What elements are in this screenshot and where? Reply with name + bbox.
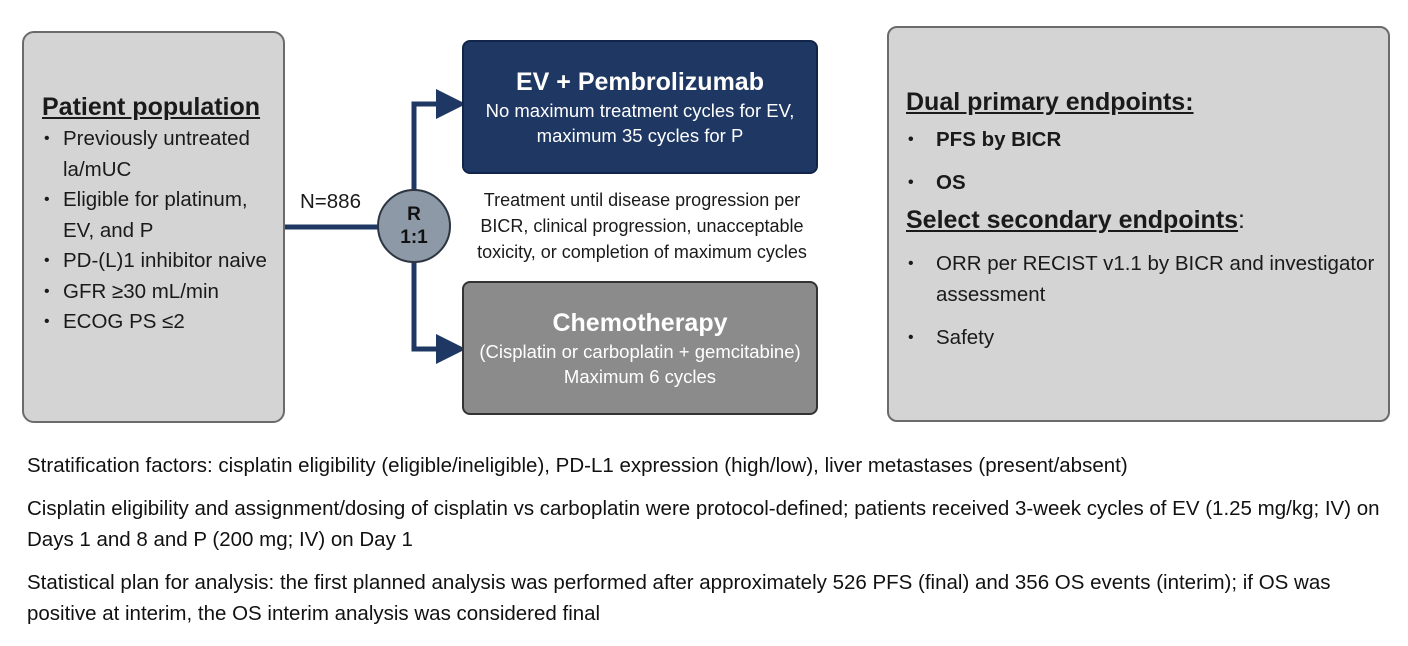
endpoint-item: •PFS by BICR bbox=[906, 124, 1376, 155]
bullet-icon: • bbox=[44, 130, 50, 147]
bullet-icon: • bbox=[44, 191, 50, 208]
endpoints-panel: Dual primary endpoints: •PFS by BICR •OS… bbox=[887, 26, 1390, 422]
patient-criteria-list: •Previously untreated la/mUC •Eligible f… bbox=[42, 124, 273, 338]
criteria-item: •Eligible for platinum, EV, and P bbox=[42, 185, 273, 246]
bullet-icon: • bbox=[908, 329, 914, 346]
stratification-note: Stratification factors: cisplatin eligib… bbox=[27, 454, 1128, 477]
arm-ev-detail-line: maximum 35 cycles for P bbox=[536, 125, 744, 146]
treatment-duration-note: Treatment until disease progression per … bbox=[466, 187, 818, 265]
criteria-item: •Previously untreated la/mUC bbox=[42, 124, 273, 185]
arm-ev-title: EV + Pembrolizumab bbox=[516, 68, 764, 96]
treatment-note-line: BICR, clinical progression, unacceptable bbox=[480, 216, 804, 236]
connector-randomization-to-ev-arrow bbox=[411, 89, 466, 191]
footnotes: Stratification factors: cisplatin eligib… bbox=[27, 450, 1397, 641]
bullet-icon: • bbox=[44, 282, 50, 300]
treatment-note-line: toxicity, or completion of maximum cycle… bbox=[477, 242, 807, 262]
arm-chemotherapy: Chemotherapy (Cisplatin or carboplatin +… bbox=[462, 281, 818, 415]
patient-population-title: Patient population bbox=[42, 93, 261, 121]
bullet-icon: • bbox=[44, 313, 50, 330]
randomization-ratio: 1:1 bbox=[400, 227, 428, 248]
dosing-note: Cisplatin eligibility and assignment/dos… bbox=[27, 497, 1380, 551]
arm-chemo-detail-line: (Cisplatin or carboplatin + gemcitabine) bbox=[479, 341, 801, 362]
treatment-note-line: Treatment until disease progression per bbox=[483, 190, 801, 210]
endpoint-item: •Safety bbox=[906, 322, 1376, 353]
bullet-icon: • bbox=[908, 174, 914, 191]
bullet-icon: • bbox=[44, 252, 50, 269]
bullet-icon: • bbox=[908, 255, 914, 272]
randomization-node: R 1:1 bbox=[377, 189, 451, 263]
criteria-item: •ECOG PS ≤2 bbox=[42, 307, 273, 338]
secondary-endpoints-list: •ORR per RECIST v1.1 by BICR and investi… bbox=[906, 248, 1376, 353]
endpoint-item: •ORR per RECIST v1.1 by BICR and investi… bbox=[906, 248, 1376, 310]
randomization-letter: R bbox=[407, 204, 421, 225]
primary-endpoints-list: •PFS by BICR •OS bbox=[906, 124, 1376, 198]
endpoint-item: •OS bbox=[906, 167, 1376, 198]
bullet-icon: • bbox=[908, 131, 914, 148]
enrollment-count: N=886 bbox=[300, 190, 361, 213]
criteria-item: •GFR ≥30 mL/min bbox=[42, 277, 273, 308]
secondary-endpoints-title: Select secondary endpoints: bbox=[906, 206, 1245, 234]
arm-chemo-detail-line: Maximum 6 cycles bbox=[563, 366, 717, 387]
arm-chemo-title: Chemotherapy bbox=[552, 309, 728, 337]
connector-randomization-to-chemo-arrow bbox=[411, 262, 466, 364]
arm-ev-detail-line: No maximum treatment cycles for EV, bbox=[485, 100, 795, 121]
arm-ev-pembrolizumab: EV + Pembrolizumab No maximum treatment … bbox=[462, 40, 818, 174]
patient-population-panel: Patient population •Previously untreated… bbox=[22, 31, 285, 423]
statistical-plan-note: Statistical plan for analysis: the first… bbox=[27, 571, 1331, 625]
criteria-item: •PD-(L)1 inhibitor naive bbox=[42, 246, 273, 277]
primary-endpoints-title: Dual primary endpoints: bbox=[906, 88, 1194, 116]
